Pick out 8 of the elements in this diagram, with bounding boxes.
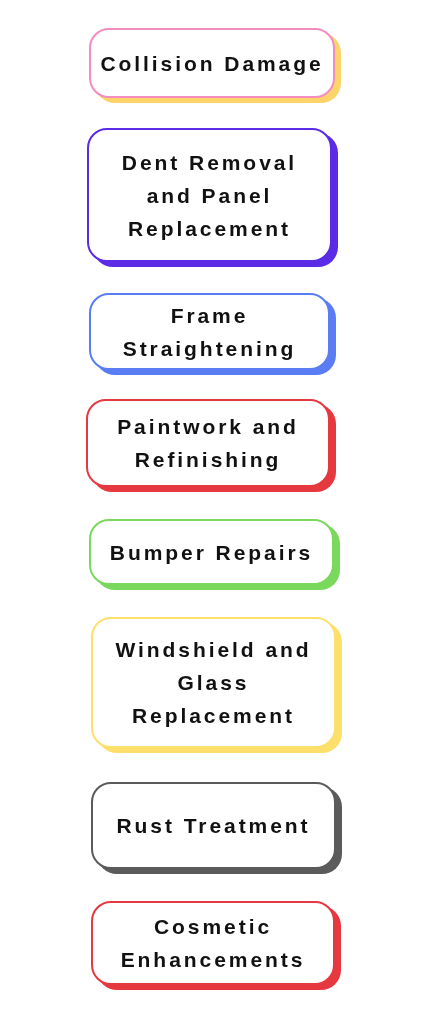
box-label: Cosmetic Enhancements	[119, 914, 307, 973]
box-label: Bumper Repairs	[109, 539, 314, 566]
box-label: Collision Damage	[100, 50, 324, 77]
box-label: Frame Straightening	[121, 302, 298, 362]
box-label: Rust Treatment	[116, 813, 311, 839]
box-label: Paintwork and Refinishing	[116, 414, 300, 473]
box-label: Dent Removal and Panel Replacement	[120, 149, 299, 242]
box-label: Windshield and Glass Replacement	[114, 637, 313, 729]
